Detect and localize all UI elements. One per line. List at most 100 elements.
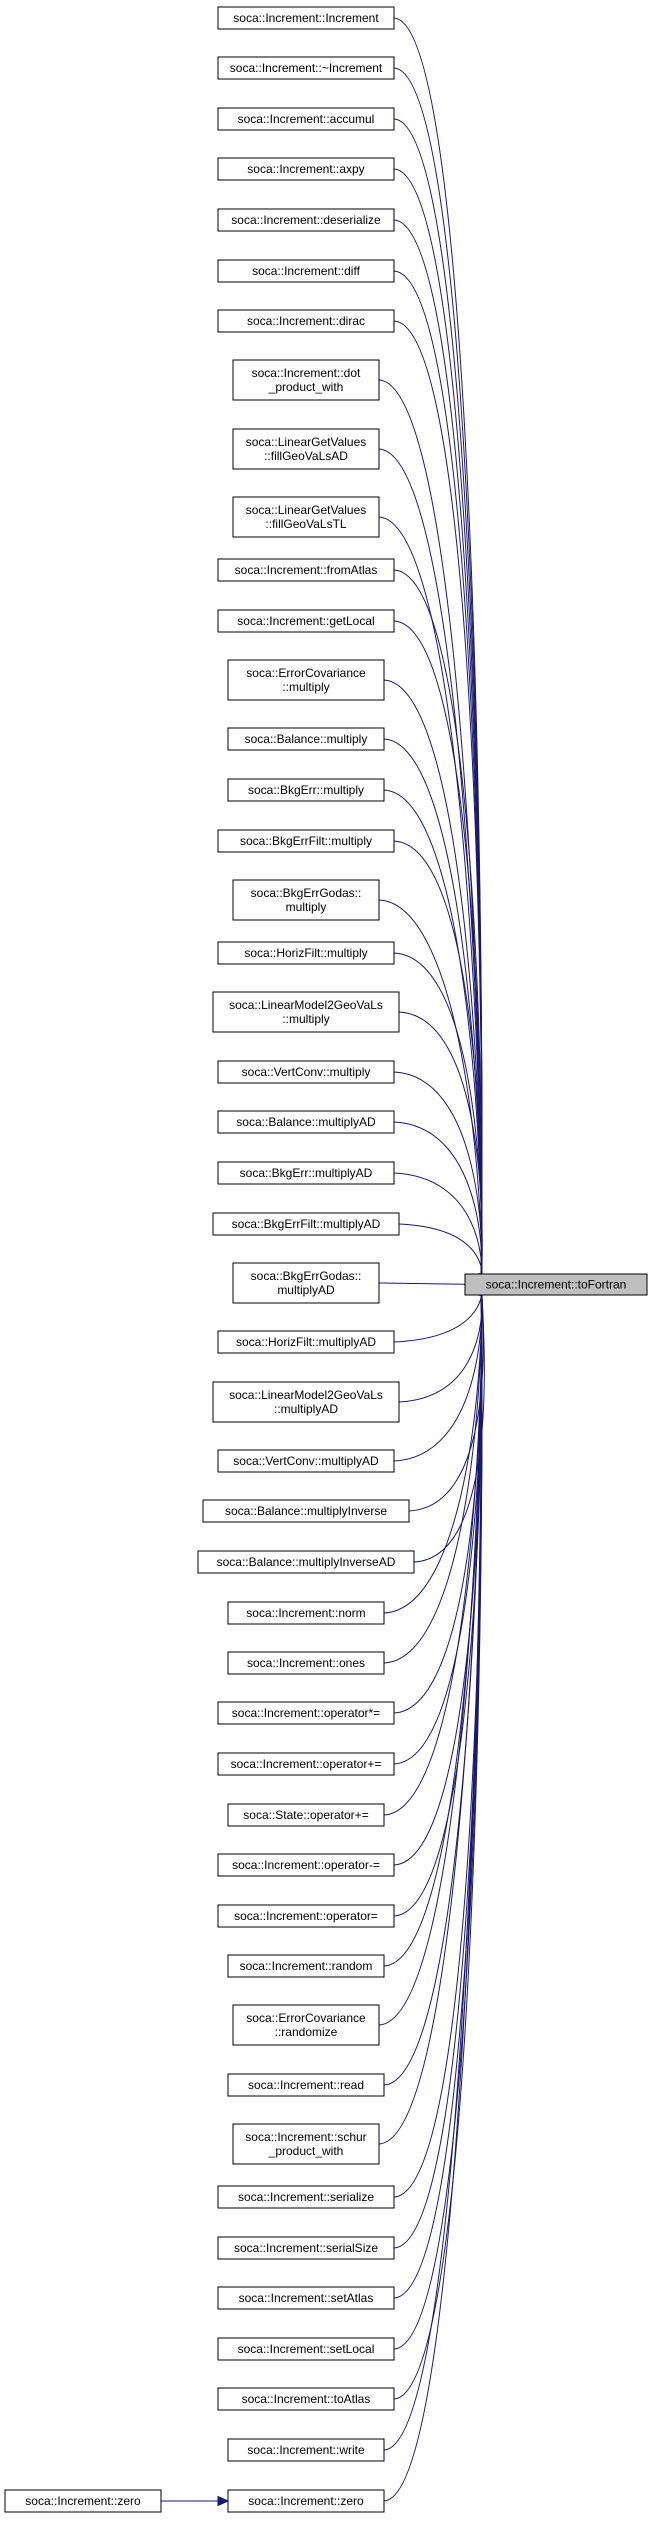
caller-node-box: [217, 1330, 395, 1354]
caller-node[interactable]: soca::Increment::fromAtlas: [217, 558, 395, 582]
caller-node[interactable]: soca::Increment::zero: [227, 2489, 385, 2513]
caller-node[interactable]: soca::Increment::toAtlas: [217, 2387, 395, 2411]
caller-node[interactable]: soca::BkgErrFilt::multiplyAD: [212, 1212, 400, 1236]
caller-node[interactable]: soca::Increment::diff: [217, 259, 395, 283]
caller-node-label: soca::Balance::multiplyInverseAD: [217, 1555, 396, 1569]
caller-node[interactable]: soca::BkgErr::multiplyAD: [217, 1161, 395, 1185]
caller-node-label: soca::Increment::diff: [252, 264, 360, 278]
caller-node-box: [217, 829, 395, 853]
caller-node-box: [217, 107, 395, 131]
caller-node[interactable]: soca::BkgErr::multiply: [227, 778, 385, 802]
caller-node[interactable]: soca::HorizFilt::multiply: [217, 941, 395, 965]
caller-node-label: soca::LinearModel2GeoVaLs: [229, 998, 383, 1012]
caller-node[interactable]: soca::Increment::~Increment: [217, 56, 395, 80]
caller-node[interactable]: soca::LinearGetValues::fillGeoVaLsAD: [232, 428, 380, 470]
caller-node-label: soca::ErrorCovariance: [246, 666, 366, 680]
caller-node[interactable]: soca::HorizFilt::multiplyAD: [217, 1330, 395, 1354]
caller-node-label: soca::Increment::norm: [246, 1606, 365, 1620]
caller-node[interactable]: soca::Increment::write: [227, 2438, 385, 2462]
caller-node[interactable]: soca::Increment::dirac: [217, 309, 395, 333]
caller-node-label: soca::Increment::dot: [252, 366, 361, 380]
caller-node-box: [202, 1499, 410, 1523]
caller-node[interactable]: soca::LinearModel2GeoVaLs::multiplyAD: [212, 1381, 400, 1423]
target-node-box: [464, 1273, 648, 1296]
caller-node[interactable]: soca::ErrorCovariance::randomize: [232, 2004, 380, 2046]
extra-caller-node-label: soca::Increment::zero: [25, 2494, 141, 2508]
caller-node-label: soca::Balance::multiply: [245, 732, 368, 746]
caller-node-box: [217, 1752, 395, 1776]
caller-node[interactable]: soca::Increment::operator+=: [217, 1752, 395, 1776]
caller-node-label: ::multiply: [282, 1012, 329, 1026]
caller-node[interactable]: soca::Increment::serialSize: [217, 2236, 395, 2260]
caller-node-box: [227, 1651, 385, 1675]
caller-node[interactable]: soca::VertConv::multiply: [217, 1060, 395, 1084]
extra-caller-node[interactable]: soca::Increment::zero: [4, 2489, 162, 2513]
caller-node[interactable]: soca::LinearGetValues::fillGeoVaLsTL: [232, 496, 380, 538]
caller-node-label: soca::Increment::toAtlas: [242, 2392, 371, 2406]
caller-node-label: soca::Increment::schur: [245, 2130, 366, 2144]
caller-node[interactable]: soca::BkgErrFilt::multiply: [217, 829, 395, 853]
caller-node-box: [232, 879, 380, 921]
caller-node-label: soca::BkgErr::multiplyAD: [240, 1166, 373, 1180]
caller-node[interactable]: soca::ErrorCovariance::multiply: [227, 659, 385, 701]
caller-node-label: soca::Increment::setAtlas: [239, 2291, 374, 2305]
edge-caller-10: [393, 569, 483, 1285]
caller-node-label: ::fillGeoVaLsAD: [264, 449, 348, 463]
caller-node[interactable]: soca::Balance::multiplyInverseAD: [197, 1550, 415, 1574]
caller-node[interactable]: soca::Increment::axpy: [217, 157, 395, 181]
caller-node-box: [227, 727, 385, 751]
caller-node-box: [217, 1161, 395, 1185]
caller-node[interactable]: soca::Balance::multiply: [227, 727, 385, 751]
caller-node[interactable]: soca::LinearModel2GeoVaLs::multiply: [212, 991, 400, 1033]
caller-node-label: soca::LinearGetValues: [246, 503, 367, 517]
edge-caller-18: [398, 1011, 483, 1285]
caller-node[interactable]: soca::Balance::multiplyAD: [217, 1110, 395, 1134]
caller-node[interactable]: soca::VertConv::multiplyAD: [217, 1449, 395, 1473]
caller-node-box: [232, 1262, 380, 1304]
caller-node-label: ::fillGeoVaLsTL: [265, 517, 346, 531]
edge-arrowhead: [217, 2495, 230, 2507]
caller-node[interactable]: soca::Increment::random: [227, 1954, 385, 1978]
edge-caller-40: [393, 1284, 483, 2198]
caller-node-box: [217, 1701, 395, 1725]
caller-node[interactable]: soca::Increment::getLocal: [217, 609, 395, 633]
target-node[interactable]: soca::Increment::toFortran: [464, 1273, 648, 1296]
caller-node-label: _product_with: [268, 2144, 344, 2158]
caller-node-box: [217, 6, 395, 30]
caller-node-label: soca::Increment::operator=: [234, 1909, 378, 1923]
edge-caller-6: [393, 320, 483, 1285]
caller-node-box: [217, 558, 395, 582]
caller-node[interactable]: soca::BkgErrGodas::multiplyAD: [232, 1262, 380, 1304]
caller-node-box: [217, 1904, 395, 1928]
caller-node[interactable]: soca::Increment::accumul: [217, 107, 395, 131]
caller-node-label: soca::Increment::setLocal: [238, 2342, 375, 2356]
caller-node-box: [217, 609, 395, 633]
caller-node[interactable]: soca::Increment::operator=: [217, 1904, 395, 1928]
caller-node-box: [227, 1954, 385, 1978]
caller-node-label: soca::Increment::random: [240, 1959, 373, 1973]
caller-node-label: soca::HorizFilt::multiplyAD: [236, 1335, 376, 1349]
caller-node[interactable]: soca::Increment::deserialize: [217, 208, 395, 232]
caller-node-label: soca::Increment::write: [247, 2443, 365, 2457]
caller-node[interactable]: soca::Increment::read: [227, 2073, 385, 2097]
caller-node[interactable]: soca::Increment::operator-=: [217, 1853, 395, 1877]
caller-node[interactable]: soca::Increment::serialize: [217, 2185, 395, 2209]
caller-node[interactable]: soca::Increment::ones: [227, 1651, 385, 1675]
caller-node[interactable]: soca::Increment::Increment: [217, 6, 395, 30]
caller-node-box: [232, 2004, 380, 2046]
caller-node-label: ::multiply: [282, 680, 329, 694]
caller-node-label: soca::Balance::multiplyAD: [236, 1115, 376, 1129]
caller-node[interactable]: soca::Increment::setAtlas: [217, 2286, 395, 2310]
caller-node[interactable]: soca::Increment::setLocal: [217, 2337, 395, 2361]
caller-node[interactable]: soca::Increment::dot_product_with: [232, 359, 380, 401]
edge-caller-5: [393, 270, 483, 1285]
caller-node[interactable]: soca::Increment::schur_product_with: [232, 2123, 380, 2165]
caller-node[interactable]: soca::BkgErrGodas::multiply: [232, 879, 380, 921]
caller-node[interactable]: soca::State::operator+=: [227, 1803, 385, 1827]
caller-node[interactable]: soca::Increment::norm: [227, 1601, 385, 1625]
caller-node[interactable]: soca::Balance::multiplyInverse: [202, 1499, 410, 1523]
caller-node[interactable]: soca::Increment::operator*=: [217, 1701, 395, 1725]
caller-node-box: [217, 941, 395, 965]
caller-node-box: [227, 1803, 385, 1827]
